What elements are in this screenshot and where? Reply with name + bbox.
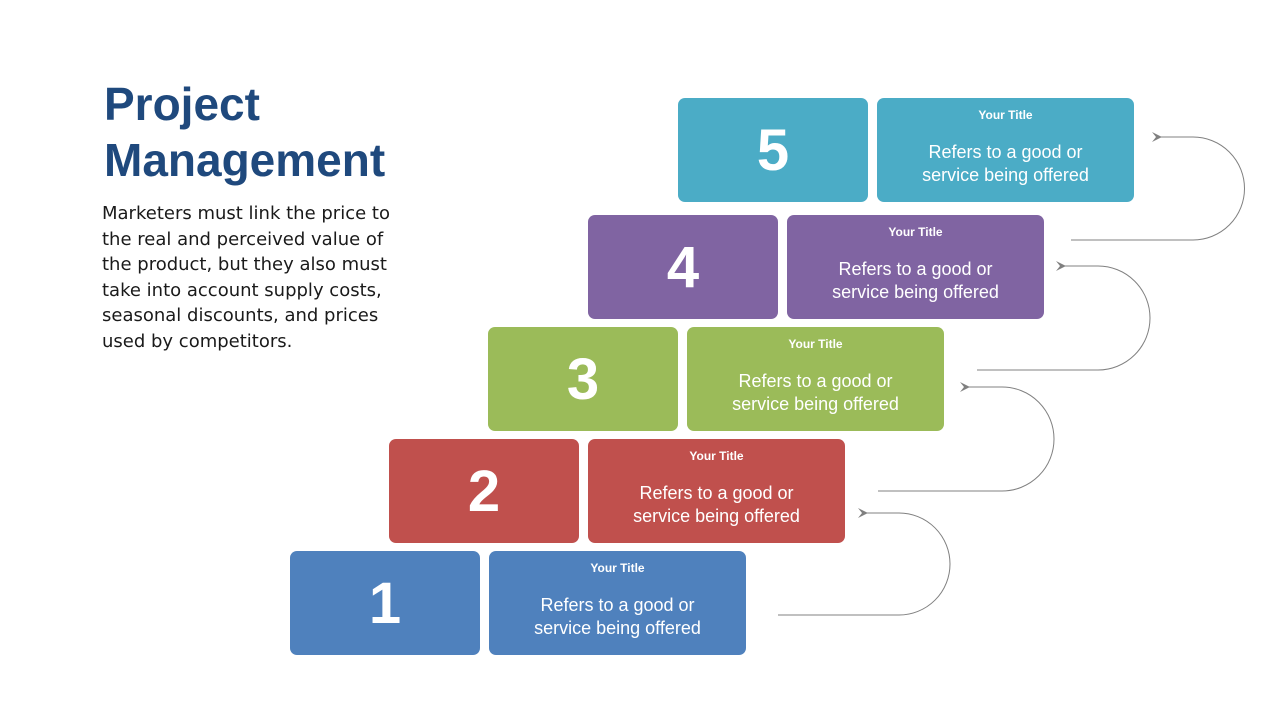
step-5-number-box: 5 [678, 98, 868, 202]
step-5-text: Refers to a good or service being offere… [922, 142, 1089, 185]
slide-description: Marketers must link the price to the rea… [102, 203, 390, 352]
step-4-number: 4 [666, 234, 700, 300]
step-3-title: Your Title [788, 337, 843, 351]
connector-arrow-2-to-3 [878, 382, 1055, 492]
step-2-number-box: 2 [389, 439, 579, 543]
step-2-number: 2 [467, 458, 501, 524]
step-4-number-box: 4 [588, 215, 778, 319]
step-2-title: Your Title [689, 449, 744, 463]
step-3-text-box: Your Title Refers to a good or service b… [687, 327, 944, 431]
step-2-text: Refers to a good or service being offere… [633, 483, 800, 526]
step-1-text-box: Your Title Refers to a good or service b… [489, 551, 746, 655]
step-3-text: Refers to a good or service being offere… [732, 371, 899, 414]
step-1-number: 1 [368, 570, 402, 636]
step-5-number: 5 [756, 117, 790, 183]
step-4-title: Your Title [888, 225, 943, 239]
step-1-title: Your Title [590, 561, 645, 575]
step-4-text: Refers to a good or service being offere… [832, 259, 999, 302]
connector-arrow-3-to-4 [977, 261, 1151, 371]
slide-title-line-2: Management [104, 134, 386, 186]
step-3-number: 3 [566, 346, 600, 412]
connector-arrow-4-to-5 [1071, 132, 1245, 241]
step-5-title: Your Title [978, 108, 1033, 122]
step-1-text: Refers to a good or service being offere… [534, 595, 701, 638]
slide-title-line-1: Project [104, 78, 260, 130]
step-1-number-box: 1 [290, 551, 480, 655]
step-5-text-box: Your Title Refers to a good or service b… [877, 98, 1134, 202]
step-3-number-box: 3 [488, 327, 678, 431]
connector-arrow-1-to-2 [778, 508, 951, 616]
step-4-text-box: Your Title Refers to a good or service b… [787, 215, 1044, 319]
slide-title: Project Management [104, 76, 385, 188]
step-2-text-box: Your Title Refers to a good or service b… [588, 439, 845, 543]
